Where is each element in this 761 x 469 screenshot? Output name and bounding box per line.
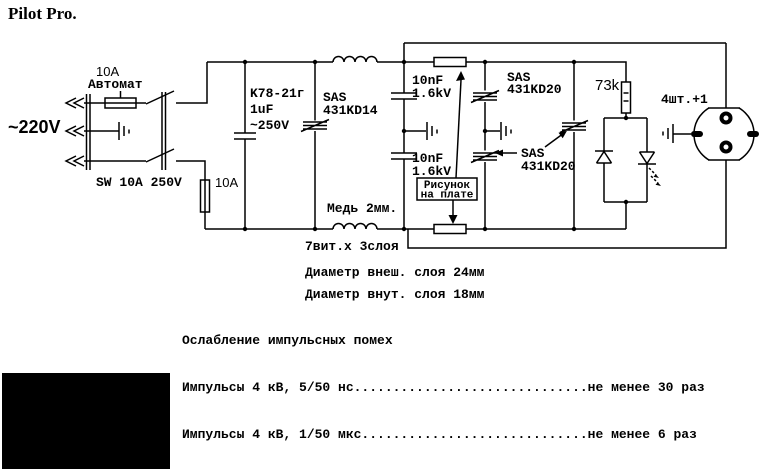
x-cap-value-label: 1uF [250, 102, 274, 117]
resistor-icon [620, 81, 632, 114]
varistor-in-icon [300, 118, 330, 133]
ground-icon [118, 122, 130, 140]
varistor-out-icon [559, 119, 589, 134]
switch-blade-top [145, 90, 175, 105]
pcb-note-arrowhead-down [448, 215, 458, 224]
y-cap-top-icon [391, 92, 417, 100]
resistor-marks [623, 92, 629, 102]
socket-section [407, 43, 759, 249]
y-cap-top-voltage-label: 1.6kV [412, 86, 451, 101]
coil-wire-note: Медь 2мм. [327, 201, 397, 216]
sparkgap-bottom-icon [433, 223, 467, 235]
y-cap-bot-voltage-label: 1.6kV [412, 164, 451, 179]
indicator-section [595, 81, 661, 229]
input-chevron-icons [64, 97, 85, 167]
x-cap-icon [234, 132, 256, 140]
led-emission-arrows [648, 167, 659, 184]
coil-turns-note: 7вит.х 3слоя [305, 239, 399, 254]
switch-linkage [161, 92, 167, 170]
led-arrowhead-1 [653, 174, 659, 178]
varistor-bot-brand-label: SAS [521, 146, 545, 161]
schematic-labels: ~220V 10A Автомат SW 10A 250V 10A K78-21… [8, 64, 708, 302]
wire-neutral-to-rail [176, 160, 206, 229]
diode-box-bottom [604, 201, 647, 229]
y-cap-bot-value-label: 10nF [412, 151, 443, 166]
pcb-note-arrow-up [455, 79, 462, 179]
coil-outer-note: Диаметр внеш. слоя 24мм [305, 265, 485, 280]
spec-line: Импульсы 4 кВ, 5/50 нс..................… [182, 379, 705, 395]
inductor-top-icon [332, 55, 378, 63]
socket-count-label: 4шт.+1 [661, 92, 708, 107]
plug-connector-icon [85, 94, 91, 170]
varistor-out-section [559, 62, 589, 229]
varistor-bot-icon [470, 149, 500, 164]
varistor-top-icon [470, 89, 500, 104]
junction-dots [242, 59, 629, 232]
x-cap-section [234, 62, 256, 229]
ground-icon [500, 122, 512, 140]
socket-notches [708, 107, 740, 161]
y-cap-top-value-label: 10nF [412, 73, 443, 88]
switch-blade-bottom [145, 148, 175, 163]
ground-icon [662, 124, 674, 143]
socket-pin-bottom [719, 140, 733, 154]
inductor-bottom-icon [332, 222, 378, 230]
pcb-note-arrowhead-up [456, 71, 465, 81]
x-cap-voltage-label: ~250V [250, 118, 289, 133]
redaction-black-rectangle [2, 373, 170, 469]
pcb-sparkgap-section [416, 56, 478, 235]
varistor-in-section [300, 62, 330, 229]
varistor-in-type-label: 431KD14 [323, 103, 378, 118]
label-arrowhead-left [495, 149, 503, 157]
socket-contact-right [747, 131, 759, 137]
ground-icon [426, 122, 438, 140]
diode-icon [595, 150, 613, 164]
spec-line: Ослабление импульсных помех [182, 333, 393, 348]
rails-section [205, 42, 726, 230]
x-cap-type-label: K78-21г [250, 86, 305, 101]
socket-contact-left [691, 131, 703, 137]
coil-inner-note: Диаметр внут. слоя 18мм [305, 287, 485, 302]
page-title: Pilot Pro. [8, 4, 77, 23]
spec-text-block: Ослабление импульсных помех Импульсы 4 к… [182, 303, 705, 469]
varistor-bot-type-label: 431KD20 [521, 159, 576, 174]
switch-label: SW 10A 250V [96, 175, 182, 190]
led-arrowhead-2 [655, 182, 661, 186]
varistor-top-brand-label: SAS [507, 70, 531, 85]
breaker-current-label: 10A [96, 64, 119, 79]
y-cap-section [391, 43, 438, 229]
wire-live-to-rail [176, 62, 208, 104]
resistor-value-label: 73k [595, 77, 620, 94]
varistor-in-brand-label: SAS [323, 90, 347, 105]
pcb-note-box [416, 177, 478, 201]
mains-input-section [64, 62, 211, 229]
socket-pin-top [719, 111, 733, 125]
spec-line: Импульсы 4 кВ, 1/50 мкс.................… [182, 426, 697, 442]
label-arrow-diag [544, 133, 563, 148]
fuse-label: 10A [215, 175, 238, 190]
mains-voltage-label: ~220V [8, 117, 61, 137]
fuse-icon [199, 179, 211, 213]
sparkgap-top-icon [433, 56, 467, 68]
led-icon [638, 151, 656, 165]
y-cap-bot-icon [391, 152, 417, 160]
socket-bottom-wire [407, 160, 727, 249]
breaker-name-label: Автомат [88, 77, 143, 92]
pcb-note-line2: на плате [421, 190, 474, 202]
pcb-note-line1: Рисунок [424, 180, 471, 192]
varistor-top-type-label: 431KD20 [507, 82, 562, 97]
